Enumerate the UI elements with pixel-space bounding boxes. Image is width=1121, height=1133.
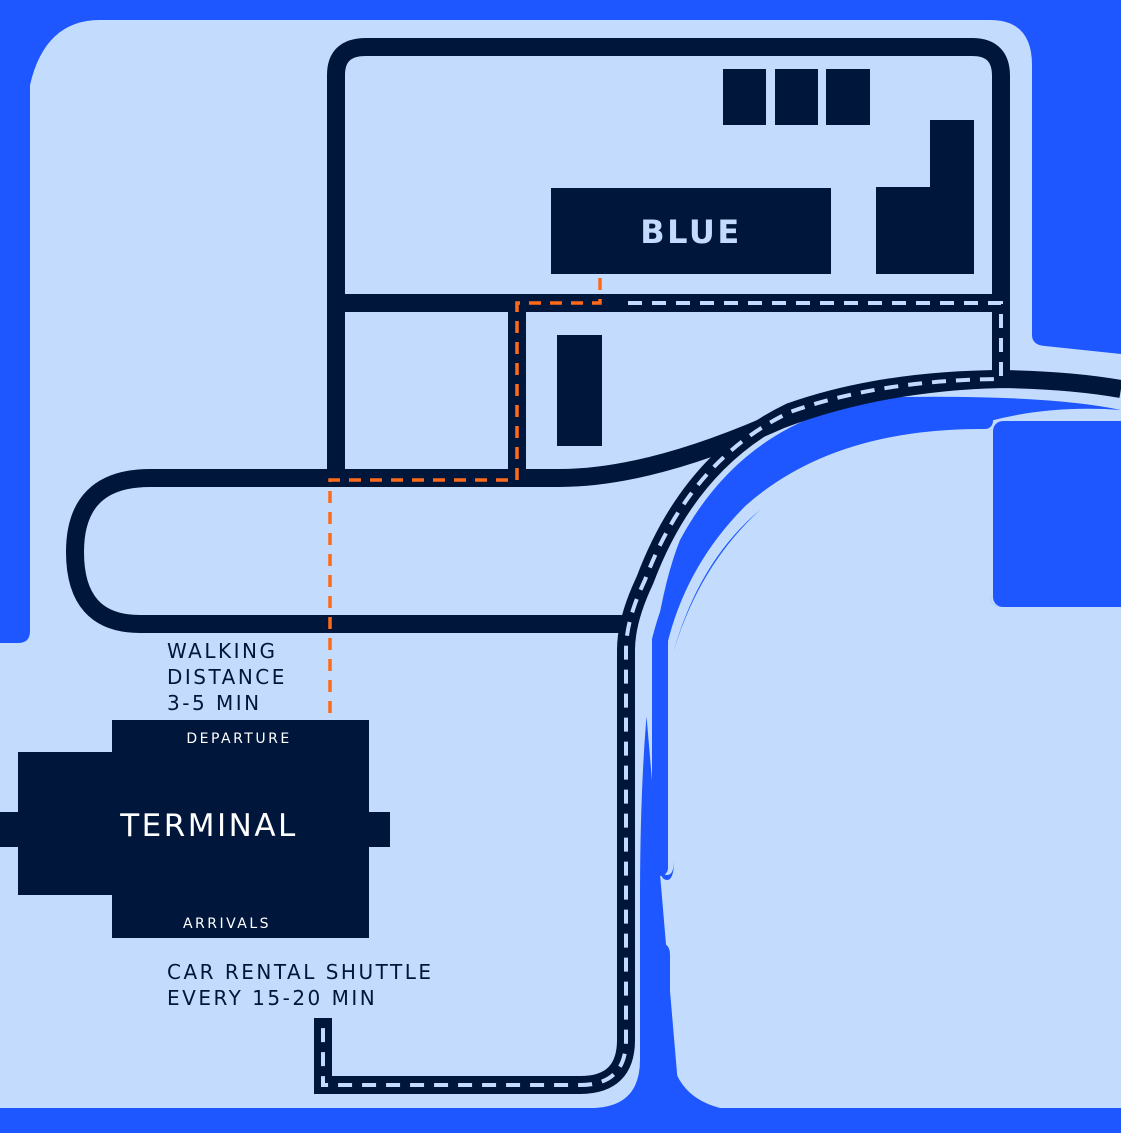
- blue-building[interactable]: BLUE: [551, 188, 831, 274]
- terminal-departure-label: DEPARTURE: [186, 731, 291, 747]
- terminal-building[interactable]: DEPARTURE TERMINAL ARRIVALS: [0, 720, 390, 938]
- shuttle-note: CAR RENTAL SHUTTLE EVERY 15-20 MIN: [167, 960, 433, 1010]
- blue-building-label: BLUE: [640, 213, 741, 251]
- walking-line-1: WALKING: [167, 639, 277, 663]
- walking-distance-note: WALKING DISTANCE 3-5 MIN: [167, 639, 287, 715]
- water-channel: [652, 412, 993, 876]
- parking-block-1: [723, 69, 766, 125]
- water-block: [993, 421, 1121, 607]
- parking-l-block: [876, 120, 974, 274]
- terminal-label: TERMINAL: [119, 808, 298, 844]
- road-top-loop: [327, 38, 1010, 478]
- small-building: [557, 335, 602, 446]
- shuttle-line-2: EVERY 15-20 MIN: [167, 986, 377, 1010]
- walking-route: [328, 278, 602, 715]
- walking-line-2: DISTANCE: [167, 665, 287, 689]
- shuttle-route-markings: [321, 301, 1003, 1087]
- parking-block-2: [775, 69, 818, 125]
- walking-line-3: 3-5 MIN: [167, 691, 262, 715]
- parking-structures: [557, 69, 974, 446]
- parking-block-3: [826, 69, 870, 125]
- terminal-arrivals-label: ARRIVALS: [183, 916, 271, 932]
- shuttle-line-1: CAR RENTAL SHUTTLE: [167, 960, 433, 984]
